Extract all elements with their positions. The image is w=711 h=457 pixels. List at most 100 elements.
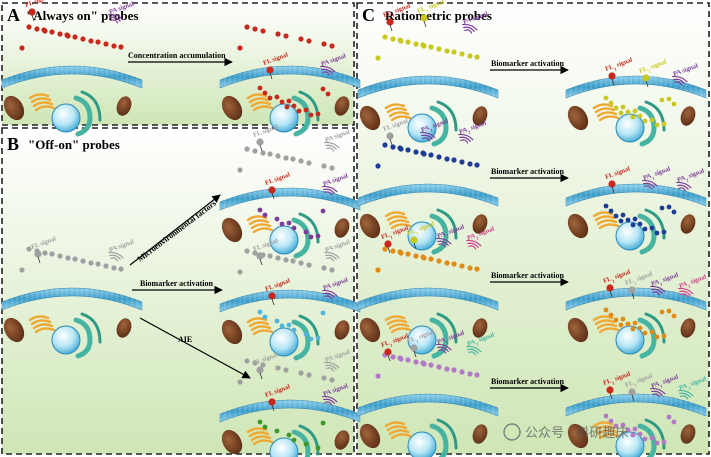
probe-dot [459, 51, 465, 57]
probe-dot [405, 39, 411, 45]
endoplasmic-reticulum [298, 314, 320, 346]
pa-wave-icon [109, 19, 119, 24]
probe-dot [80, 36, 86, 42]
panel-a-title: A "Always on" probes [7, 5, 138, 25]
arrow-biomarker-c3-label: Biomarker activation [491, 271, 565, 280]
pa-wave-icon [322, 185, 338, 193]
probe-dot [632, 216, 638, 222]
probe-dot [451, 367, 457, 373]
fl-signal-label: FL signal [24, 0, 51, 9]
pa-wave-icon [466, 345, 482, 353]
probe-dot [642, 436, 648, 442]
golgi [248, 97, 270, 104]
panel-b-heading: "Off-on" probes [28, 137, 120, 152]
golgi [594, 319, 616, 326]
nucleus [615, 431, 645, 457]
probe-dot [315, 335, 321, 341]
golgi [592, 421, 614, 428]
probe-stem [609, 290, 613, 298]
pa-wave-icon [109, 16, 121, 23]
probe-dot [428, 152, 434, 158]
fl-emitter-icon [268, 292, 276, 300]
probe-dot [654, 122, 660, 128]
watermark-text: 公众号 · 科研趣床 [525, 426, 628, 441]
mitochondrion [680, 106, 696, 126]
endoplasmic-reticulum [637, 317, 657, 359]
mitochondrion [567, 423, 589, 449]
pa-wave-icon [458, 133, 474, 141]
probe-dot [620, 316, 626, 322]
golgi [248, 431, 270, 438]
probe-dot [111, 43, 117, 49]
mitochondrion [472, 318, 488, 338]
pa-wave-icon [643, 182, 655, 189]
mitochondrion [359, 213, 381, 239]
mitochondrion [221, 217, 243, 243]
probe-dot [603, 95, 609, 101]
pa-wave-icon [673, 78, 685, 85]
probe-dot [474, 372, 480, 378]
probe-dot [286, 432, 292, 438]
probe-dot [298, 158, 304, 164]
probe-dot [625, 109, 631, 115]
probe-dot [57, 31, 63, 37]
golgi [596, 111, 618, 118]
probe-dot [26, 246, 32, 252]
probe-dot [315, 445, 321, 451]
fl-emitter-icon [410, 236, 418, 244]
golgi [594, 425, 616, 432]
golgi [596, 323, 618, 330]
pa-wave-icon [323, 398, 335, 405]
probe-dot [420, 254, 426, 260]
probe-dot [613, 213, 619, 219]
golgi [598, 115, 620, 122]
pa-wave-icon [679, 290, 691, 297]
probe-dot [649, 329, 655, 335]
pa-wave-icon [323, 292, 335, 299]
probe-stem [645, 80, 649, 88]
fl-emitter-icon [608, 180, 616, 188]
pa-wave-icon [678, 287, 694, 295]
fl-emitter-icon [606, 386, 614, 394]
probe-stem [611, 186, 615, 194]
endoplasmic-reticulum [291, 217, 311, 259]
pa-wave-icon [642, 179, 658, 187]
probe-dot [64, 32, 70, 38]
probe-dot [262, 314, 268, 320]
endoplasmic-reticulum [429, 213, 449, 255]
probe-dot [632, 320, 638, 326]
probe-dot [267, 253, 273, 259]
probe-dot [244, 24, 250, 30]
pa-wave-icon [673, 81, 683, 86]
probe-dot [111, 265, 117, 271]
golgi [28, 315, 50, 322]
probe-dot [290, 156, 296, 162]
probe-dot [244, 358, 250, 364]
pa-wave-icon [678, 389, 694, 397]
endoplasmic-reticulum [298, 212, 320, 244]
probe-dot [279, 99, 285, 105]
probe-dot [603, 307, 609, 313]
pa-wave-icon [321, 71, 331, 76]
pa-wave-icon [436, 237, 452, 245]
probe-dot [659, 205, 665, 211]
probe-dot [654, 334, 660, 340]
probe-dot [375, 55, 381, 61]
mitochondrion [472, 106, 488, 126]
pa-wave-icon [322, 395, 338, 403]
probe-dot [19, 45, 25, 51]
probe-dot [459, 369, 465, 375]
probe-dot [283, 257, 289, 263]
probe-dot [382, 246, 388, 252]
probe-dot [630, 222, 636, 228]
pa-wave-icon [672, 75, 688, 83]
probe-stem [259, 144, 263, 152]
probe-dot [321, 41, 327, 47]
probe-dot [420, 150, 426, 156]
probe-dot [630, 326, 636, 332]
golgi [386, 425, 408, 432]
probe-dot [467, 53, 473, 59]
pa-wave-icon [679, 293, 689, 298]
pa-wave-icon [643, 185, 653, 190]
